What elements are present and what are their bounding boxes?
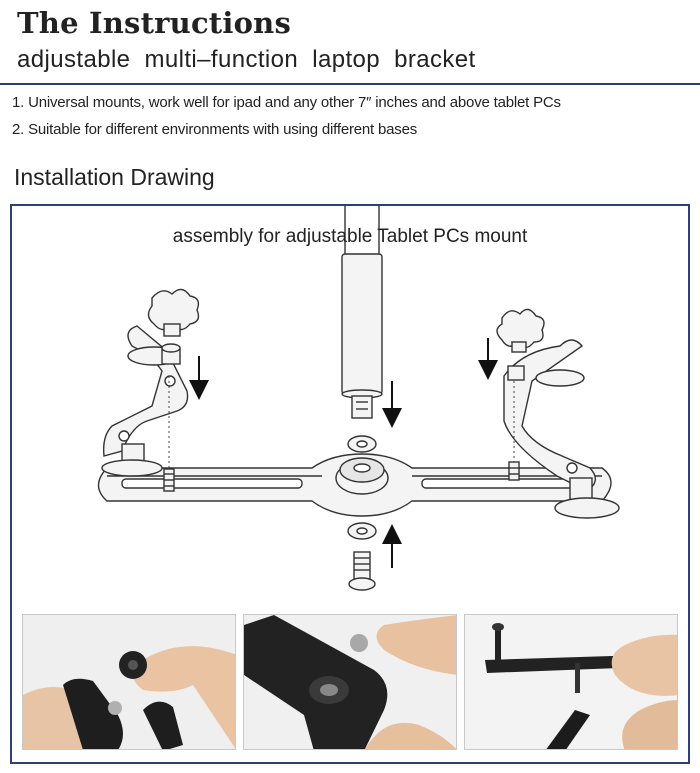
header-divider [0,83,700,85]
installation-drawing-frame: assembly for adjustable Tablet PCs mount [10,204,690,764]
right-arm [503,339,620,519]
right-stud [508,461,520,481]
feature-item-1: 1. Universal mounts, work well for ipad … [12,94,561,111]
right-knob [496,308,545,353]
feature-item-2: 2. Suitable for different environments w… [12,121,418,138]
pole [341,206,383,419]
photo-tightening-knob [22,614,236,750]
page-title: The Instructions [17,6,291,40]
photo-screwing-bolt [243,614,457,750]
left-arm [101,325,189,477]
page-subtitle: adjustable multi–function laptop bracket [17,46,476,73]
photo-assembled-bracket [464,614,678,750]
section-title: Installation Drawing [14,164,215,190]
base-plate [97,453,612,517]
left-knob [147,288,200,337]
diagram-caption: assembly for adjustable Tablet PCs mount [172,226,528,247]
feature-list: 1. Universal mounts, work well for ipad … [12,92,561,146]
bottom-bolt [348,551,376,591]
assembly-diagram [97,206,620,591]
